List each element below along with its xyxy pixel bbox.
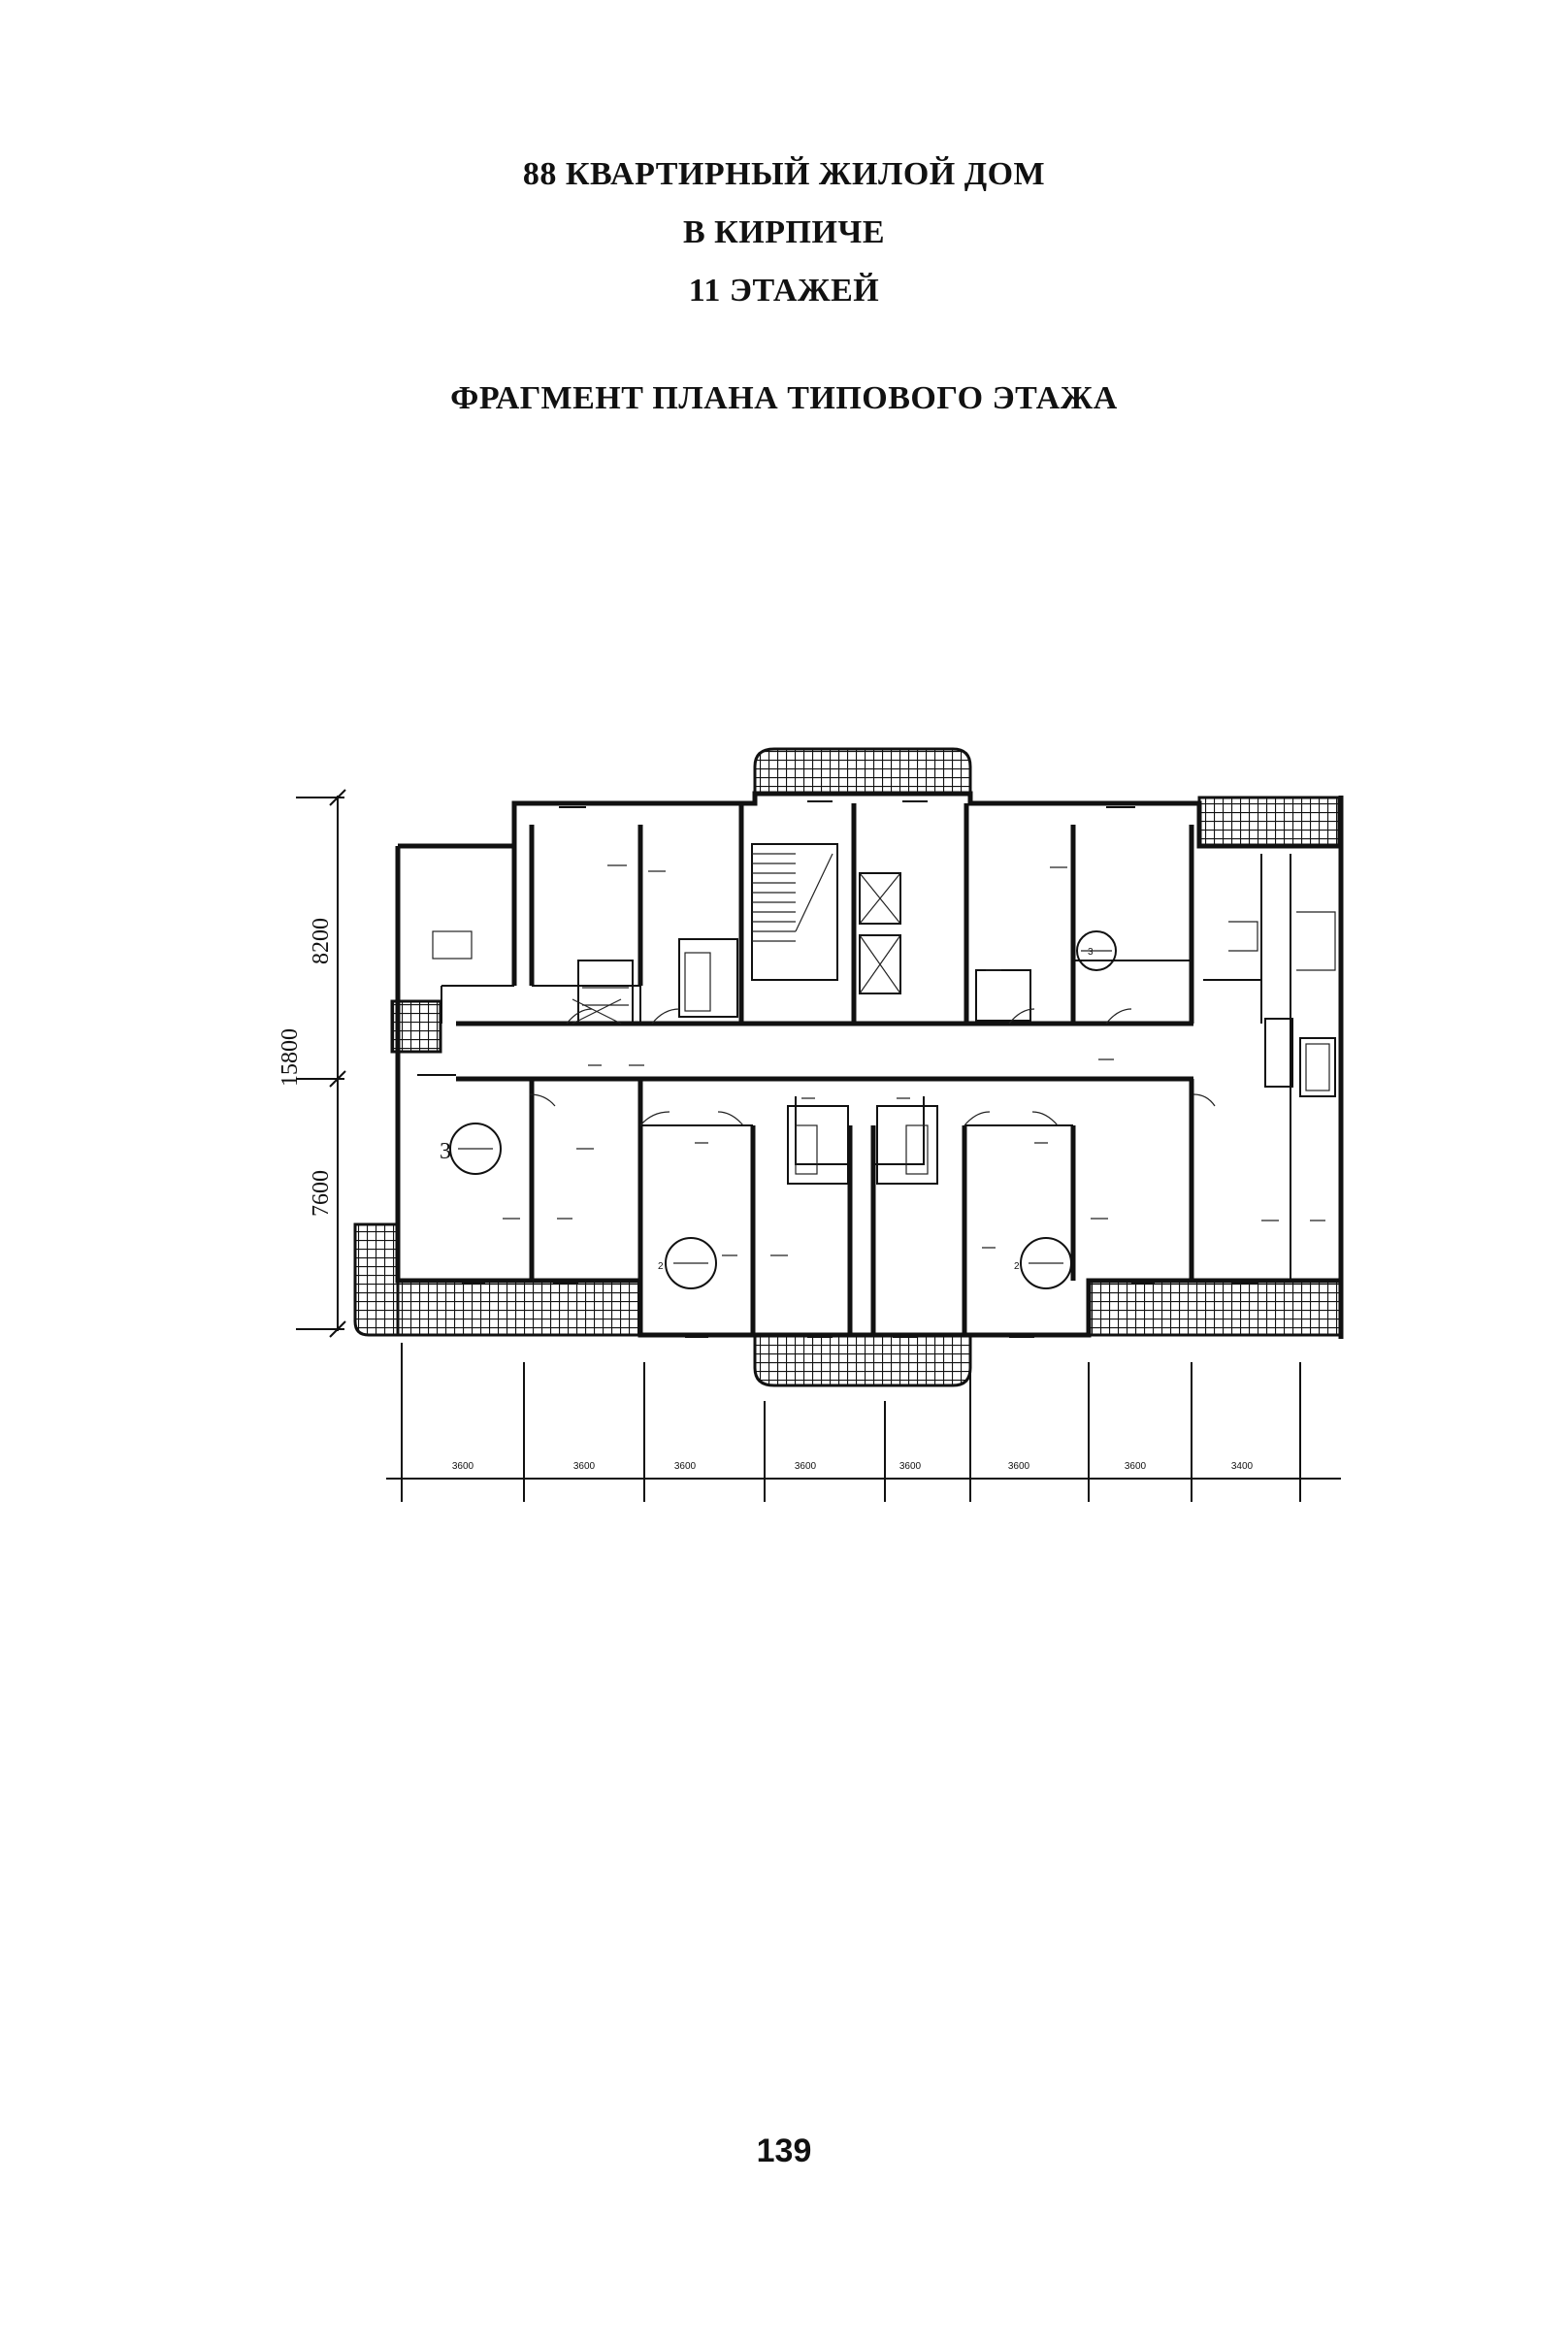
dimension-3600: 3600 xyxy=(795,1461,817,1472)
title-block: 88 КВАРТИРНЫЙ ЖИЛОЙ ДОМ В КИРПИЧЕ 11 ЭТА… xyxy=(0,146,1568,320)
sanitary-units xyxy=(678,911,1336,1185)
door-swings xyxy=(529,998,1216,1126)
horizontal-dimension-chain xyxy=(386,1343,1341,1502)
room-area-marks xyxy=(503,864,1325,1256)
partitions-lower xyxy=(529,1079,1194,1335)
room-count-label: 2 xyxy=(658,1261,664,1272)
dimension-3600: 3600 xyxy=(1008,1461,1030,1472)
page-number: 139 xyxy=(756,2132,812,2169)
dimension-8200: 8200 xyxy=(309,918,334,964)
plan-subtitle: ФРАГМЕНТ ПЛАНА ТИПОВОГО ЭТАЖА xyxy=(450,380,1118,416)
room-count-label: 3 xyxy=(1088,947,1094,958)
corridor-walls xyxy=(417,985,1193,1082)
dimension-7600: 7600 xyxy=(309,1170,334,1217)
area-markers xyxy=(432,930,1117,1289)
title-line-1: 88 КВАРТИРНЫЙ ЖИЛОЙ ДОМ xyxy=(522,156,1046,192)
room-count-label: 2 xyxy=(1014,1261,1020,1272)
dimension-3400: 3400 xyxy=(1231,1461,1254,1472)
dimension-3600: 3600 xyxy=(1125,1461,1147,1472)
dimension-3600: 3600 xyxy=(573,1461,596,1472)
title-line-2: В КИРПИЧЕ xyxy=(682,214,886,250)
window-ticks xyxy=(462,800,1258,1338)
dimension-3600: 3600 xyxy=(674,1461,697,1472)
dimension-3600: 3600 xyxy=(452,1461,474,1472)
room-count-label: 3 xyxy=(440,1139,451,1164)
stair-and-lifts xyxy=(577,843,901,1024)
dimension-3600: 3600 xyxy=(899,1461,922,1472)
vertical-dimension-chain xyxy=(296,789,346,1338)
title-line-3: 11 ЭТАЖЕЙ xyxy=(688,273,880,309)
outer-walls xyxy=(395,791,1344,1339)
dimension-15800: 15800 xyxy=(278,1028,303,1087)
partitions-upper xyxy=(529,803,1291,1281)
